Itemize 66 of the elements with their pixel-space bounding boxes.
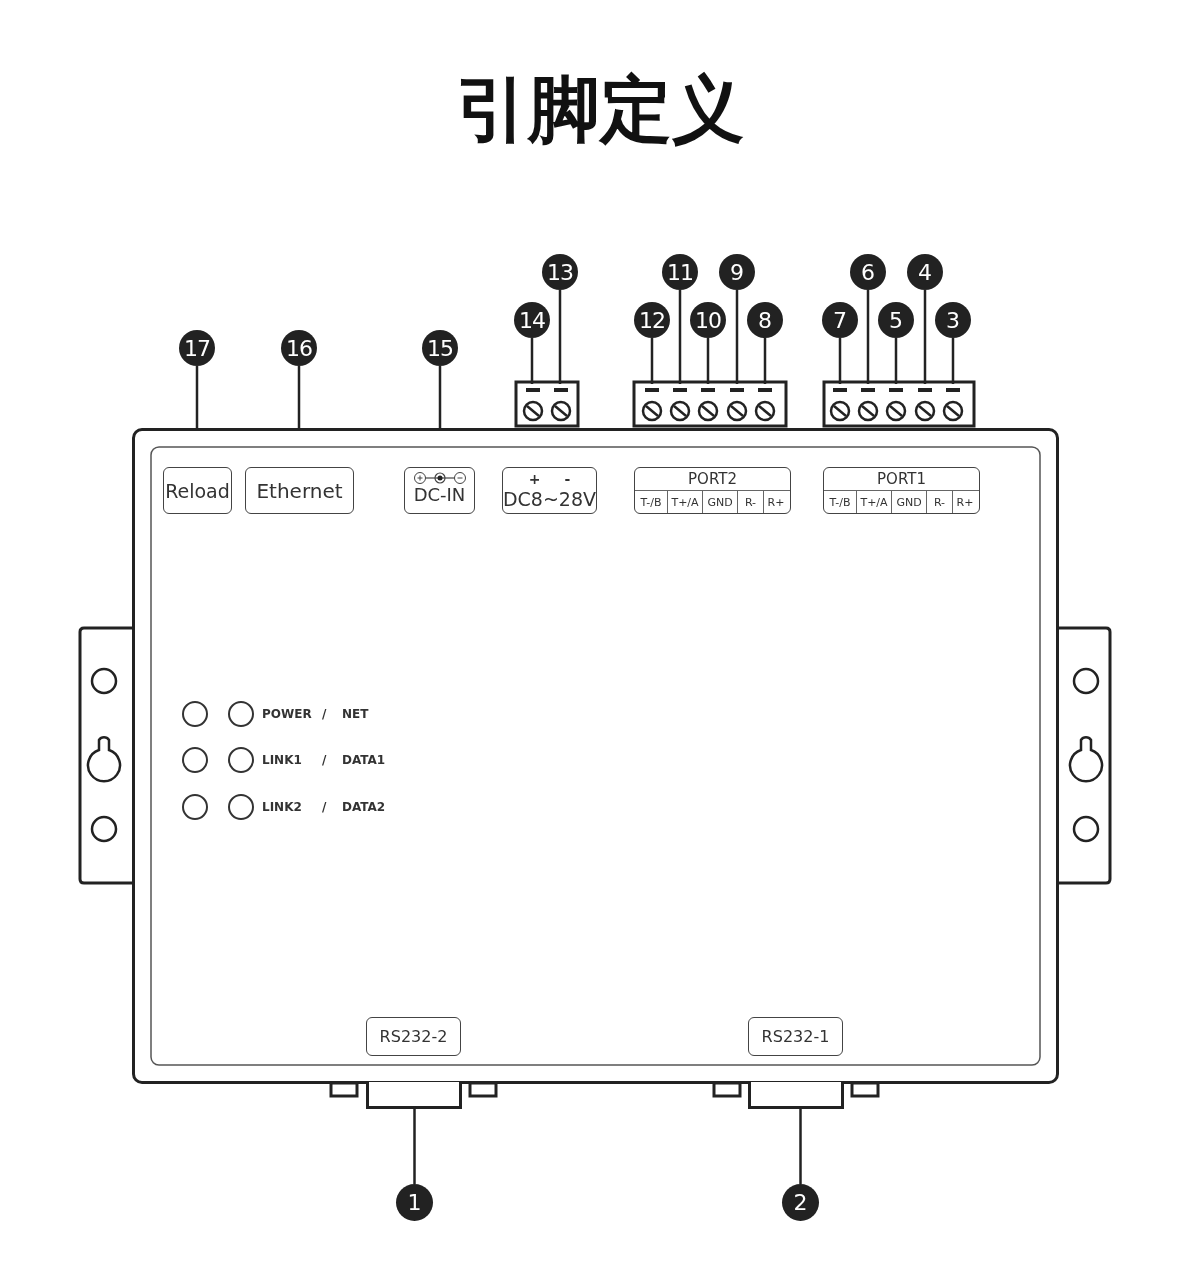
leader-line	[894, 338, 898, 384]
callout-number: 10	[690, 302, 726, 338]
leader-line	[866, 290, 870, 384]
led-label: /	[322, 800, 327, 814]
callout-number: 13	[542, 254, 578, 290]
leader-line	[530, 338, 534, 384]
port-label: PORT2	[687, 469, 738, 490]
pin-label: GND	[891, 491, 926, 513]
pin-label: R+	[952, 491, 977, 513]
db9-connector	[748, 1082, 844, 1109]
callout-number: 2	[782, 1184, 819, 1221]
leader-line	[650, 338, 654, 384]
leader-line	[735, 290, 739, 384]
callout-number: 17	[179, 330, 215, 366]
led-label: DATA2	[342, 800, 386, 814]
callout-number: 3	[935, 302, 971, 338]
callout-number: 7	[822, 302, 858, 338]
pin-label: R-	[737, 491, 763, 513]
callout-number: 1	[396, 1184, 433, 1221]
polarity-mark: +	[528, 471, 541, 488]
leader-line	[763, 338, 767, 384]
leader-line	[413, 1109, 416, 1184]
pin-label: T+/A	[667, 491, 702, 513]
polarity-mark: -	[564, 471, 571, 488]
callout-number: 8	[747, 302, 783, 338]
panel-label: RS232-2	[366, 1017, 461, 1056]
db9-connector	[366, 1082, 462, 1109]
leader-line	[799, 1109, 802, 1184]
leader-line	[297, 366, 301, 428]
callout-number: 4	[907, 254, 943, 290]
leader-line	[195, 366, 199, 428]
callout-number: 5	[878, 302, 914, 338]
pin-label: T+/A	[856, 491, 891, 513]
led-label: POWER	[262, 707, 312, 721]
pin-label: T-/B	[824, 491, 856, 513]
callout-number: 11	[662, 254, 698, 290]
leader-line	[678, 290, 682, 384]
panel-label: RS232-1	[748, 1017, 843, 1056]
panel-label: Reload	[163, 467, 232, 514]
pin-label: GND	[702, 491, 737, 513]
callout-number: 15	[422, 330, 458, 366]
leader-line	[438, 366, 442, 428]
title: 引脚定义	[455, 66, 745, 153]
callout-number: 9	[719, 254, 755, 290]
led-label: /	[322, 707, 327, 721]
port-label: PORT1	[876, 469, 927, 490]
callout-number: 12	[634, 302, 670, 338]
voltage-label: DC8~28V	[502, 487, 597, 510]
led-label: NET	[342, 707, 369, 721]
leader-line	[923, 290, 927, 384]
pin-label: R-	[926, 491, 952, 513]
panel-label: DC-IN	[413, 485, 466, 505]
led-label: /	[322, 753, 327, 767]
pin-label: R+	[763, 491, 788, 513]
panel-label: Ethernet	[245, 467, 354, 514]
pin-label: T-/B	[635, 491, 667, 513]
led-label: DATA1	[342, 753, 386, 767]
leader-line	[706, 338, 710, 384]
leader-line	[838, 338, 842, 384]
led-label: LINK2	[262, 800, 302, 814]
leader-line	[951, 338, 955, 384]
callout-number: 16	[281, 330, 317, 366]
led-label: LINK1	[262, 753, 302, 767]
callout-number: 6	[850, 254, 886, 290]
callout-number: 14	[514, 302, 550, 338]
leader-line	[558, 290, 562, 384]
